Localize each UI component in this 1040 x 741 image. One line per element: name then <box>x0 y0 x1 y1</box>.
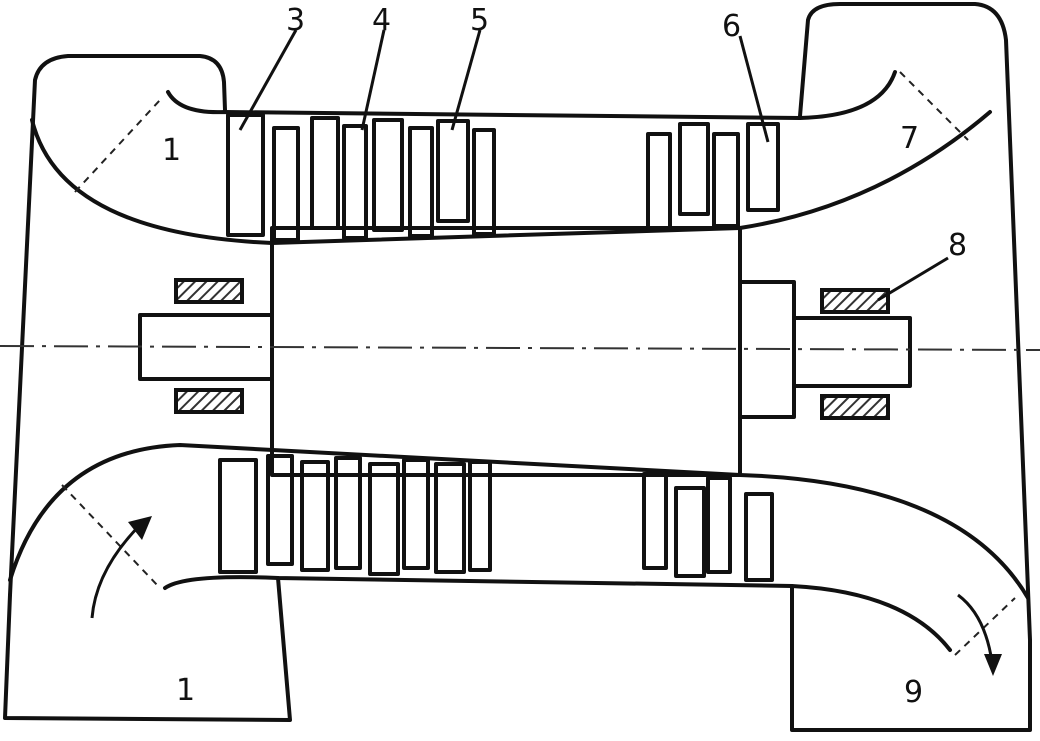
label-blade-row-3: 3 <box>286 3 305 38</box>
right-upper-bearing <box>820 288 890 314</box>
outlet-section-line <box>899 71 969 141</box>
upper-volute-tongue <box>166 70 897 120</box>
inlet-arrow-head <box>128 516 152 540</box>
axis-centerline <box>0 345 1040 351</box>
leader-5 <box>450 29 482 131</box>
left-casing-bottom <box>3 576 292 722</box>
section-lines <box>61 71 1016 656</box>
label-blade-row-4: 4 <box>372 3 391 38</box>
left-lower-bearing <box>174 388 244 414</box>
arrow-heads <box>128 516 1002 676</box>
lower-outlet-volute <box>738 473 1030 600</box>
label-blade-row-6: 6 <box>722 9 741 44</box>
leader-lines <box>238 29 949 302</box>
right-shaft <box>792 316 912 388</box>
lower-inlet-section-line <box>61 484 161 589</box>
label-outlet-section: 7 <box>900 121 919 156</box>
left-casing <box>8 54 227 597</box>
leader-6 <box>738 35 770 143</box>
right-casing <box>790 2 1032 732</box>
upper-outlet-volute <box>738 110 992 230</box>
lower-volute-tongue <box>163 575 952 652</box>
lower-outlet-section-line <box>954 597 1016 656</box>
label-blade-row-5: 5 <box>470 3 489 38</box>
bearings <box>174 278 890 420</box>
leader-4 <box>360 29 386 131</box>
label-inlet-section: 1 <box>162 133 181 168</box>
lower-stator-blades <box>218 458 774 582</box>
leader-3 <box>238 29 298 131</box>
upper-stator-blades <box>226 113 780 237</box>
rotor-drum <box>270 226 742 477</box>
left-upper-bearing <box>174 278 244 304</box>
diagram-lines <box>3 2 1032 732</box>
lower-rotor-blades <box>266 454 732 574</box>
label-bearing: 8 <box>948 228 967 263</box>
inlet-section-line <box>74 99 161 193</box>
leader-8 <box>877 256 949 302</box>
inlet-flow-arrow <box>90 523 142 619</box>
outlet-arrow-head <box>984 654 1002 676</box>
flow-arrows <box>90 523 994 663</box>
label-outlet-pipe: 9 <box>904 675 923 710</box>
upper-inlet-volute <box>30 118 742 245</box>
lower-inlet-volute <box>8 443 742 582</box>
upper-rotor-blades <box>272 124 740 242</box>
outlet-flow-arrow <box>957 593 994 663</box>
right-lower-bearing <box>820 394 890 420</box>
label-inlet-pipe: 1 <box>176 673 195 708</box>
